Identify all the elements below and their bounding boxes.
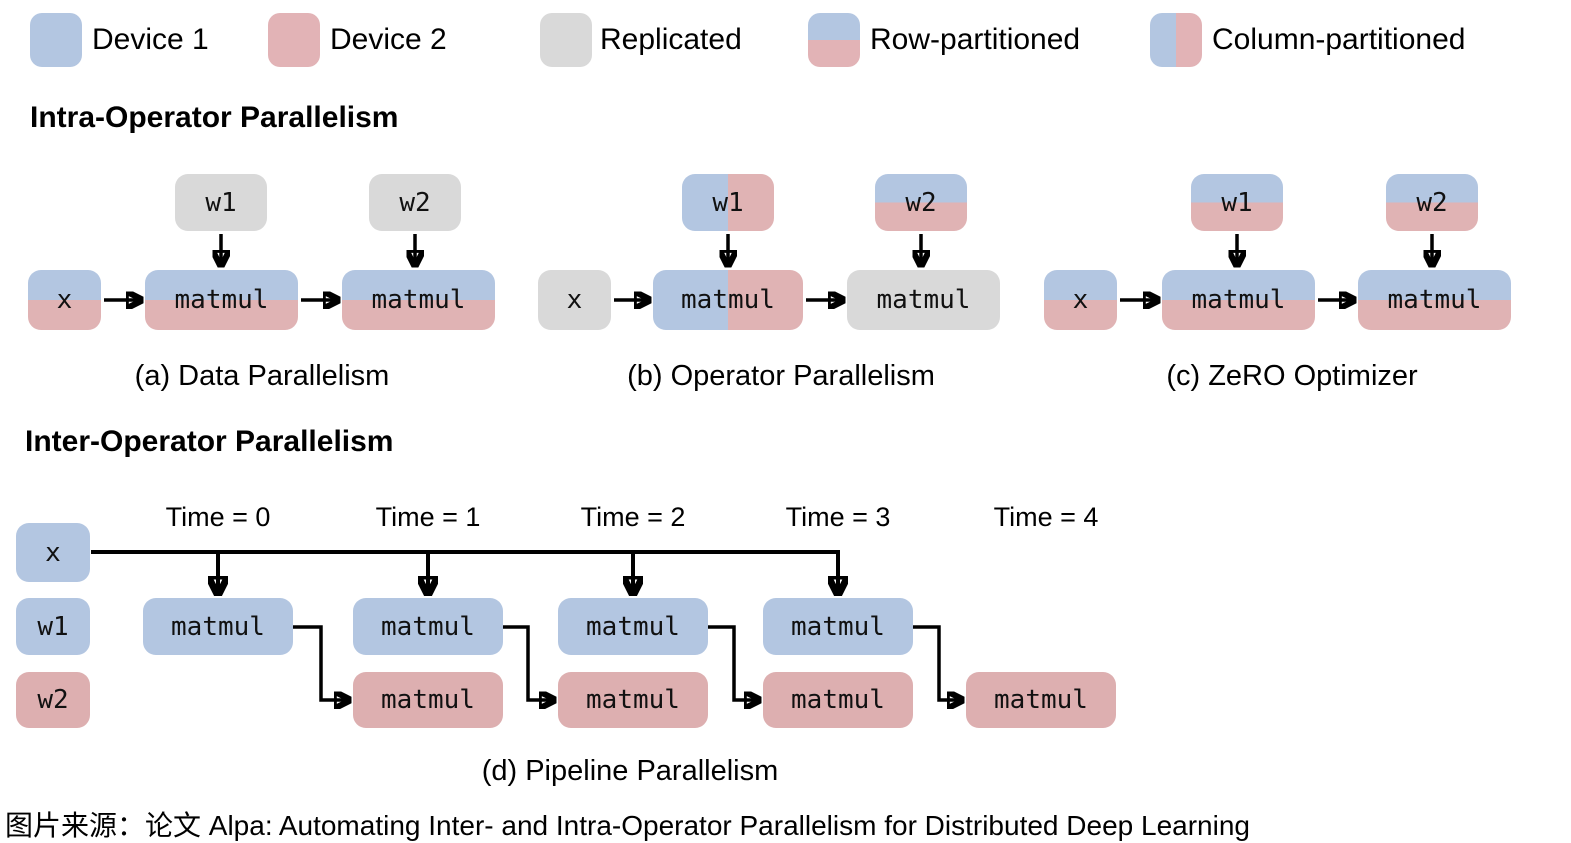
arrow-d-stage1t3-to-stage2t4 — [913, 625, 959, 700]
diagram-d-stage1-matmul-t3: matmul — [763, 598, 913, 655]
diagram-b-node-x: x — [538, 270, 611, 330]
caption-zero-optimizer: (c) ZeRO Optimizer — [1166, 360, 1418, 392]
diagram-d-stage2-matmul-t1: matmul — [353, 672, 503, 728]
time-label-3: Time = 3 — [785, 502, 891, 532]
legend-label-row-partitioned: Row-partitioned — [870, 23, 1081, 56]
diagram-b-node-matmul1: matmul — [653, 270, 803, 330]
legend-item-replicated: Replicated — [540, 12, 790, 68]
arrow-d-stage1t0-to-stage2t1 — [293, 625, 346, 700]
caption-data-parallelism: (a) Data Parallelism — [134, 360, 390, 392]
arrow-d-stage1t2-to-stage2t3 — [708, 625, 756, 700]
row-partitioned-swatch-icon — [808, 13, 860, 67]
arrow-d-x-timeline-to-t3 — [91, 550, 838, 590]
time-label-1: Time = 1 — [375, 502, 481, 532]
diagram-a-node-matmul1: matmul — [145, 270, 298, 330]
diagram-b-node-w1: w1 — [682, 174, 774, 231]
device2-swatch-icon — [268, 13, 320, 67]
diagram-a-node-w2: w2 — [369, 174, 461, 231]
time-label-4: Time = 4 — [993, 502, 1099, 532]
legend-item-row-partitioned: Row-partitioned — [808, 12, 1138, 68]
diagram-a-node-x: x — [28, 270, 101, 330]
diagram-a-node-matmul2: matmul — [342, 270, 495, 330]
diagram-a-node-w1: w1 — [175, 174, 267, 231]
legend-label-device2: Device 2 — [330, 23, 447, 56]
heading-intra-operator: Intra-Operator Parallelism — [30, 101, 399, 134]
diagram-c-node-matmul2: matmul — [1358, 270, 1511, 330]
replicated-swatch-icon — [540, 13, 592, 67]
diagram-d-stage1-matmul-t1: matmul — [353, 598, 503, 655]
diagram-c-node-w2: w2 — [1386, 174, 1478, 231]
diagram-d-node-w2: w2 — [16, 672, 90, 728]
time-label-2: Time = 2 — [580, 502, 686, 532]
time-label-0: Time = 0 — [165, 502, 271, 532]
caption-operator-parallelism: (b) Operator Parallelism — [627, 360, 935, 392]
legend-item-device2: Device 2 — [268, 12, 498, 68]
diagram-d-stage1-matmul-t0: matmul — [143, 598, 293, 655]
source-note: 图片来源：论文 Alpa: Automating Inter- and Intr… — [5, 810, 1250, 841]
column-partitioned-swatch-icon — [1150, 13, 1202, 67]
diagram-b-node-matmul2: matmul — [847, 270, 1000, 330]
diagram-d-node-x: x — [16, 523, 90, 582]
diagram-d-node-w1: w1 — [16, 598, 90, 655]
arrow-d-stage1t1-to-stage2t2 — [503, 625, 551, 700]
diagram-d-stage1-matmul-t2: matmul — [558, 598, 708, 655]
diagram-c-node-x: x — [1044, 270, 1117, 330]
legend-label-replicated: Replicated — [600, 23, 742, 56]
diagram-d-stage2-matmul-t3: matmul — [763, 672, 913, 728]
caption-pipeline-parallelism: (d) Pipeline Parallelism — [481, 755, 779, 787]
legend-item-device1: Device 1 — [30, 12, 260, 68]
legend-label-column-partitioned: Column-partitioned — [1212, 23, 1466, 56]
diagram-c-node-w1: w1 — [1191, 174, 1283, 231]
diagram-d-stage2-matmul-t4: matmul — [966, 672, 1116, 728]
device1-swatch-icon — [30, 13, 82, 67]
diagram-c-node-matmul1: matmul — [1162, 270, 1315, 330]
heading-inter-operator: Inter-Operator Parallelism — [25, 425, 394, 458]
legend-label-device1: Device 1 — [92, 23, 209, 56]
diagram-d-stage2-matmul-t2: matmul — [558, 672, 708, 728]
diagram-b-node-w2: w2 — [875, 174, 967, 231]
legend-item-column-partitioned: Column-partitioned — [1150, 12, 1550, 68]
